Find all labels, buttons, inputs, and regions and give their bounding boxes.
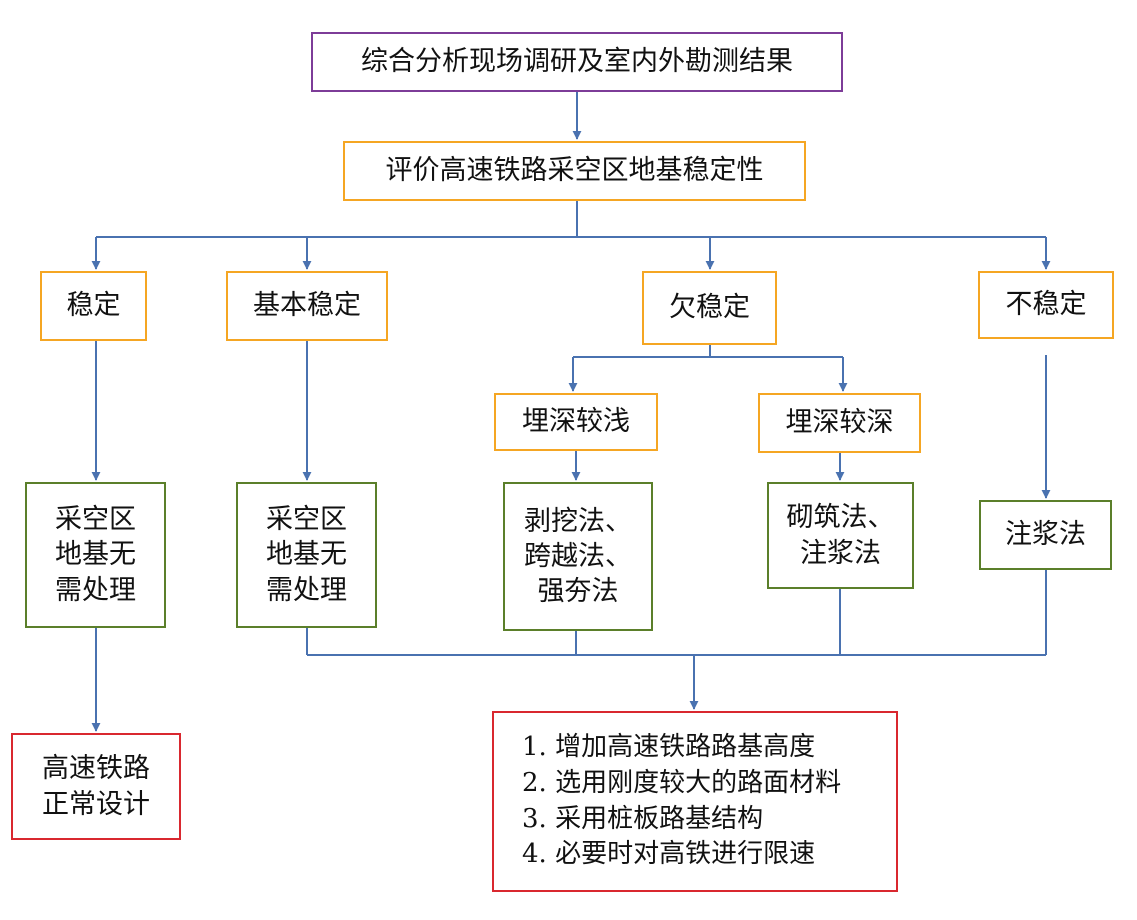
measure-item: 2. 选用刚度较大的路面材料 — [522, 767, 842, 798]
measures-list: 1. 增加高速铁路路基高度 2. 选用刚度较大的路面材料 3. 采用桩板路基结构… — [522, 730, 841, 874]
measure-item: 1. 增加高速铁路路基高度 — [522, 731, 816, 762]
text-line: 地基无 — [266, 539, 347, 571]
shallow-methods-text: 剥挖法、 跨越法、 强夯法 — [524, 504, 632, 609]
normal-design-text: 高速铁路 正常设计 — [42, 751, 150, 821]
deep-depth-box: 埋深较深 — [758, 393, 921, 453]
text-line: 跨越法、 — [524, 540, 632, 572]
deep-methods-text: 砌筑法、 注浆法 — [787, 500, 895, 570]
basically-stable-label: 基本稳定 — [253, 290, 361, 322]
shallow-depth-box: 埋深较浅 — [494, 393, 658, 451]
under-stable-box: 欠稳定 — [642, 271, 777, 345]
no-treatment-text-1: 采空区 地基无 需处理 — [55, 502, 136, 607]
evaluate-stability-box: 评价高速铁路采空区地基稳定性 — [343, 141, 806, 201]
deep-methods-box: 砌筑法、 注浆法 — [767, 482, 914, 589]
unstable-box: 不稳定 — [978, 271, 1114, 339]
no-treatment-box-1: 采空区 地基无 需处理 — [25, 482, 166, 628]
text-line: 强夯法 — [537, 576, 619, 608]
text-line: 正常设计 — [42, 788, 150, 820]
text-line: 采空区 — [55, 504, 136, 536]
no-treatment-text-2: 采空区 地基无 需处理 — [266, 502, 347, 607]
text-line: 高速铁路 — [42, 753, 150, 785]
under-stable-label: 欠稳定 — [669, 292, 750, 324]
deep-depth-label: 埋深较深 — [785, 407, 894, 439]
normal-design-box: 高速铁路 正常设计 — [11, 733, 181, 840]
grouting-label: 注浆法 — [1005, 519, 1086, 551]
shallow-methods-box: 剥挖法、 跨越法、 强夯法 — [503, 482, 653, 631]
text-line: 砌筑法、 — [786, 502, 895, 534]
text-line: 剥挖法、 — [524, 505, 632, 537]
stable-box: 稳定 — [40, 271, 147, 341]
text-line: 需处理 — [55, 574, 136, 606]
grouting-box: 注浆法 — [979, 500, 1112, 570]
summary-label: 综合分析现场调研及室内外勘测结果 — [361, 46, 793, 78]
text-line: 地基无 — [55, 539, 136, 571]
stable-label: 稳定 — [66, 290, 121, 322]
measure-item: 3. 采用桩板路基结构 — [522, 803, 764, 834]
shallow-depth-label: 埋深较浅 — [522, 406, 630, 438]
no-treatment-box-2: 采空区 地基无 需处理 — [236, 482, 377, 628]
connectors — [91, 92, 1051, 732]
basically-stable-box: 基本稳定 — [226, 271, 388, 341]
measure-item: 4. 必要时对高铁进行限速 — [522, 839, 816, 870]
text-line: 采空区 — [266, 504, 347, 536]
measures-box: 1. 增加高速铁路路基高度 2. 选用刚度较大的路面材料 3. 采用桩板路基结构… — [492, 711, 898, 892]
text-line: 注浆法 — [800, 537, 881, 569]
evaluate-stability-label: 评价高速铁路采空区地基稳定性 — [385, 155, 764, 187]
summary-box: 综合分析现场调研及室内外勘测结果 — [311, 32, 843, 92]
text-line: 需处理 — [266, 574, 347, 606]
unstable-label: 不稳定 — [1005, 289, 1087, 321]
